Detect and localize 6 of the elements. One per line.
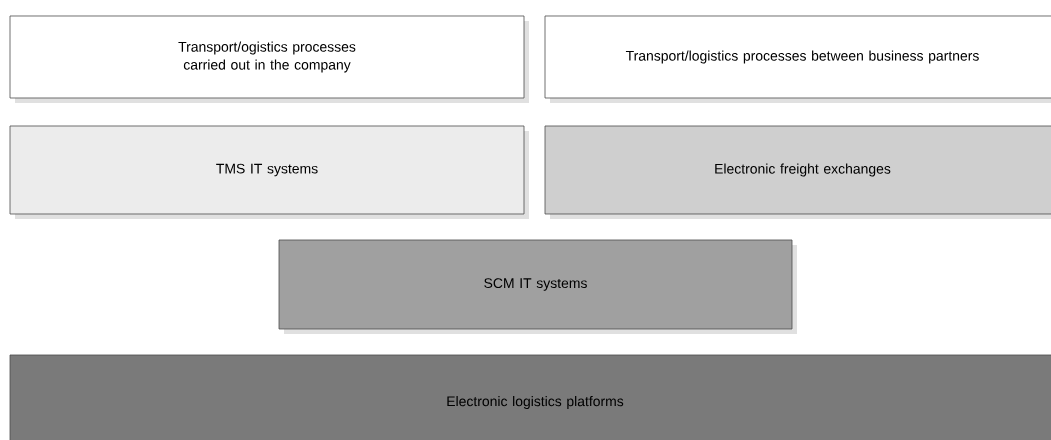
layer-box: Electronic logistics platforms xyxy=(9,354,1051,440)
layer-box: SCM IT systems xyxy=(278,239,793,330)
layer-box: Transport/logistics processes between business partners xyxy=(544,15,1051,99)
layer-box: Transport/ogistics processes carried out in the company xyxy=(9,15,525,99)
layer-box: TMS IT systems xyxy=(9,125,525,215)
layer-box: Electronic freight exchanges xyxy=(544,125,1051,215)
